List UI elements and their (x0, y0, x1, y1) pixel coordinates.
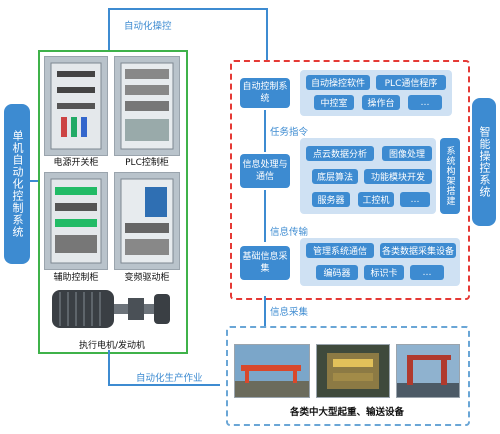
top-flow-line-vertical-left (108, 8, 110, 50)
server-button: 服务器 (312, 192, 350, 207)
auto-software-button: 自动操控软件 (306, 75, 370, 90)
motor-caption: 执行电机/发动机 (78, 341, 146, 351)
intelligent-control-label: 智能操控系统 (472, 98, 496, 226)
top-flow-label: 自动化操控 (124, 21, 172, 32)
bottom-flow-line-horizontal (108, 384, 220, 386)
base-algorithm-button: 底层算法 (312, 169, 358, 184)
info-collect-line (264, 296, 266, 326)
basic-info-key: 基础信息采集 (240, 246, 290, 280)
data-collection-button: 各类数据采集设备 (380, 243, 456, 258)
middle-more-button: … (400, 192, 430, 207)
id-card-button: 标识卡 (364, 265, 404, 280)
module-dev-button: 功能模块开发 (364, 169, 432, 184)
control-room-button: 中控室 (314, 95, 354, 110)
plc-comm-button: PLC通信程序 (376, 75, 446, 90)
plc-cabinet-caption: PLC控制柜 (125, 158, 169, 168)
left-connector-line (30, 180, 38, 182)
task-command-label: 任务指令 (270, 127, 309, 138)
auxiliary-cabinet-photo (44, 172, 108, 270)
task-arrow-line (264, 110, 266, 152)
bottom-flow-line-vertical (108, 350, 110, 386)
vfd-cabinet-caption: 变频驱动柜 (124, 273, 170, 283)
mgmt-comm-button: 管理系统通信 (306, 243, 374, 258)
equipment-photo-3 (396, 344, 460, 398)
encoder-button: 编码器 (316, 265, 358, 280)
point-cloud-button: 点云数据分析 (306, 146, 374, 161)
top-flow-line-vertical-right (266, 8, 268, 60)
power-switch-cabinet-caption: 电源开关柜 (53, 158, 99, 168)
auto-control-system-key: 自动控制系统 (240, 78, 290, 108)
info-transfer-label: 信息传输 (270, 227, 309, 238)
equipment-caption: 各类中大型起重、输送设备 (289, 407, 404, 418)
bottom-flow-label: 自动化生产作业 (136, 373, 203, 384)
info-processing-key: 信息处理与通信 (240, 154, 290, 188)
single-machine-control-label: 单机自动化控制系统 (4, 104, 30, 264)
plc-cabinet-photo (114, 56, 180, 156)
top-flow-line-horizontal (108, 8, 268, 10)
power-switch-cabinet-photo (44, 56, 108, 156)
equipment-photo-2 (316, 344, 390, 398)
system-architecture-key: 系统构架搭建 (440, 138, 460, 214)
image-processing-button: 图像处理 (382, 146, 432, 161)
motor-photo (48, 284, 174, 334)
vfd-cabinet-photo (114, 172, 180, 270)
bottom-more-button: … (410, 265, 444, 280)
top-more-button: … (408, 95, 442, 110)
info-transfer-line (264, 190, 266, 242)
equipment-photo-1 (234, 344, 310, 398)
auxiliary-cabinet-caption: 辅助控制柜 (53, 273, 99, 283)
industrial-pc-button: 工控机 (358, 192, 394, 207)
info-collect-label: 信息采集 (270, 307, 309, 318)
console-button: 操作台 (362, 95, 400, 110)
